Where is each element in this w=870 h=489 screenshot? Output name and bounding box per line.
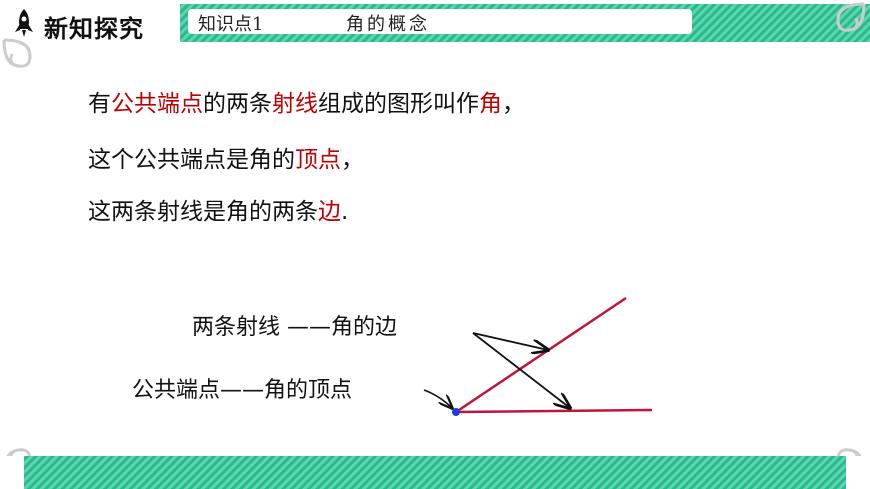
pointer-arrow-upper <box>472 332 548 350</box>
vertex-point <box>452 408 460 416</box>
definition-line-1: 有公共端点的两条射线组成的图形叫作角， <box>88 84 525 118</box>
endpoint-label: 公共端点——角的顶点 <box>132 378 353 403</box>
highlight-text: 公共端点 <box>111 91 203 117</box>
definition-line-2: 这个公共端点是角的顶点， <box>88 140 364 174</box>
rays-label: 两条射线 ——角的边 <box>192 315 397 340</box>
topic-box <box>188 9 692 34</box>
text: . <box>341 199 349 225</box>
highlight-text: 顶点 <box>295 147 341 173</box>
text: 这个公共端点是角的 <box>88 147 295 173</box>
footer-strip <box>0 456 870 489</box>
text: 有 <box>88 91 111 117</box>
topic-name: 角的概念 <box>346 14 430 35</box>
corner-ornament-icon <box>836 2 866 32</box>
highlight-text: 边 <box>318 199 341 225</box>
text: ， <box>341 147 364 173</box>
text: ， <box>502 91 525 117</box>
ray-upper <box>455 296 627 414</box>
pointer-arrow-vertex <box>423 389 452 408</box>
highlight-text: 射线 <box>272 91 318 117</box>
highlight-text: 角 <box>479 91 502 117</box>
section-title: 新知探究 <box>44 15 144 43</box>
definition-line-3: 这两条射线是角的两条边. <box>88 192 348 226</box>
topic-number: 知识点1 <box>198 14 264 35</box>
text: 这两条射线是角的两条 <box>88 199 318 225</box>
text: 组成的图形叫作 <box>318 91 479 117</box>
corner-ornament-icon <box>2 38 32 68</box>
rocket-icon <box>15 9 33 37</box>
text: 的两条 <box>203 91 272 117</box>
header: 新知探究 知识点1 角的概念 <box>0 0 870 46</box>
pointer-arrow-lower <box>472 332 570 408</box>
ray-lower <box>455 408 653 414</box>
